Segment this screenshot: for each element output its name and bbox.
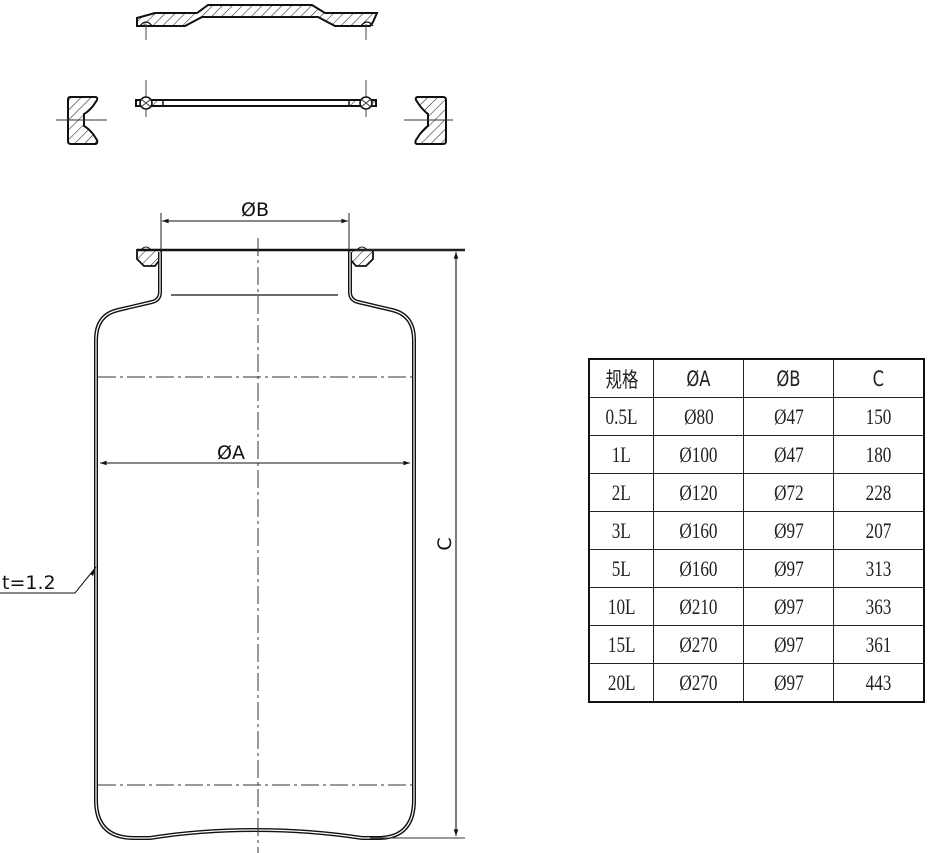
height-c-label: C (434, 537, 456, 550)
cell-spec: 0.5L (588, 397, 654, 436)
dimension-diameter-a: ØA (100, 442, 410, 466)
cell-diameter-a: Ø80 (653, 397, 744, 436)
cell-diameter-a: Ø160 (653, 511, 744, 550)
table-row: 5L Ø160 Ø97 313 (588, 549, 925, 588)
cell-spec: 5L (588, 549, 654, 588)
cell-diameter-b: Ø97 (743, 663, 834, 703)
header-diameter-a: ØA (653, 358, 744, 398)
cell-height-c: 443 (833, 663, 925, 703)
cell-diameter-a: Ø160 (653, 549, 744, 588)
diameter-b-label: ØB (241, 199, 269, 221)
lid-section (136, 4, 379, 40)
table-header-row: 规格 ØA ØB C (588, 358, 925, 398)
wall-thickness-label: t=1.2 (2, 572, 56, 594)
cell-height-c: 207 (833, 511, 925, 550)
clamp-right-section (404, 96, 453, 145)
cell-spec: 15L (588, 625, 654, 664)
cell-diameter-b: Ø97 (743, 587, 834, 626)
table-row: 2L Ø120 Ø72 228 (588, 473, 925, 512)
cell-diameter-a: Ø270 (653, 663, 744, 703)
cell-diameter-a: Ø100 (653, 435, 744, 474)
cell-diameter-b: Ø97 (743, 549, 834, 588)
table-row: 20L Ø270 Ø97 443 (588, 663, 925, 703)
cell-height-c: 180 (833, 435, 925, 474)
dimension-height-c: C (354, 249, 465, 839)
cell-diameter-b: Ø97 (743, 511, 834, 550)
cell-spec: 3L (588, 511, 654, 550)
cell-height-c: 361 (833, 625, 925, 664)
cell-height-c: 150 (833, 397, 925, 436)
cell-spec: 2L (588, 473, 654, 512)
clamp-left-section (56, 96, 107, 145)
cell-diameter-b: Ø47 (743, 397, 834, 436)
header-spec: 规格 (588, 358, 654, 398)
table-row: 0.5L Ø80 Ø47 150 (588, 397, 925, 436)
cell-diameter-a: Ø210 (653, 587, 744, 626)
cell-diameter-b: Ø97 (743, 625, 834, 664)
cell-spec: 10L (588, 587, 654, 626)
diameter-a-label: ØA (217, 442, 245, 464)
dimension-diameter-b: ØB (160, 199, 350, 252)
cell-diameter-a: Ø270 (653, 625, 744, 664)
cell-height-c: 228 (833, 473, 925, 512)
header-height-c: C (833, 358, 925, 398)
cell-spec: 1L (588, 435, 654, 474)
bottle-body (94, 238, 465, 853)
cell-height-c: 313 (833, 549, 925, 588)
cell-spec: 20L (588, 663, 654, 703)
table-row: 10L Ø210 Ø97 363 (588, 587, 925, 626)
cell-diameter-a: Ø120 (653, 473, 744, 512)
wall-thickness-callout: t=1.2 (0, 566, 97, 594)
gasket-section (135, 80, 377, 117)
cell-height-c: 363 (833, 587, 925, 626)
cell-diameter-b: Ø72 (743, 473, 834, 512)
specification-table: 规格 ØA ØB C 0.5L Ø80 Ø47 150 1L Ø100 Ø47 … (588, 358, 925, 703)
table-row: 1L Ø100 Ø47 180 (588, 435, 925, 474)
table-row: 3L Ø160 Ø97 207 (588, 511, 925, 550)
cell-diameter-b: Ø47 (743, 435, 834, 474)
header-diameter-b: ØB (743, 358, 834, 398)
table-row: 15L Ø270 Ø97 361 (588, 625, 925, 664)
